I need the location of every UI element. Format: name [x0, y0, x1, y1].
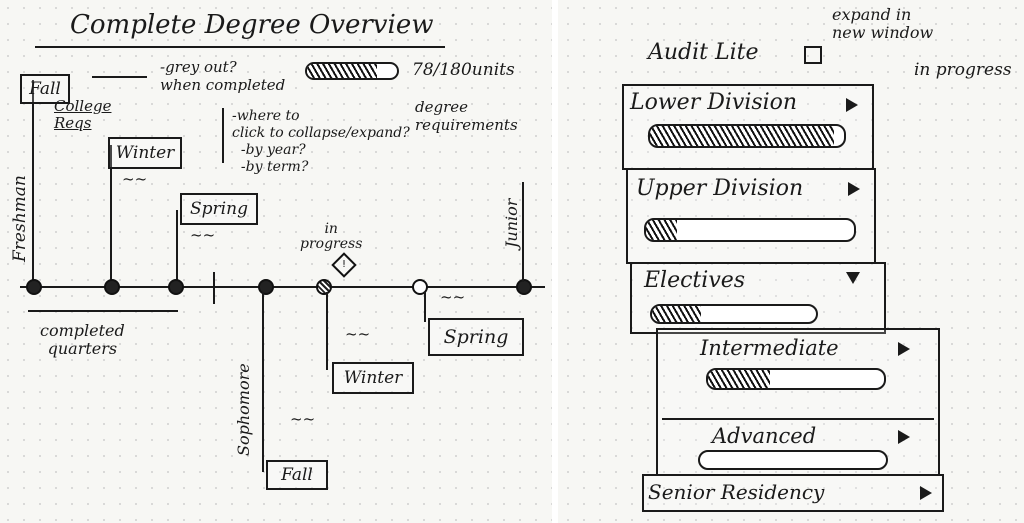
section-label: Lower Division: [630, 90, 798, 115]
freshman-line: [32, 80, 34, 280]
term-fall-freshman[interactable]: Fall: [20, 74, 70, 104]
overall-progress-bar: [305, 62, 399, 80]
overall-progress-fill: [307, 64, 378, 78]
year-freshman: Freshman: [10, 175, 30, 262]
degree-requirements-note: degree requirements: [415, 98, 518, 134]
term-spring-freshman[interactable]: Spring: [180, 193, 258, 225]
grey-dash: [92, 76, 147, 78]
units-count: 78/180units: [412, 60, 515, 80]
section-label: Senior Residency: [648, 480, 825, 504]
section-electives[interactable]: Electives: [630, 262, 886, 334]
progress-bar-advanced: [698, 450, 888, 470]
node-fall-freshman[interactable]: [26, 279, 42, 295]
progress-fill: [708, 370, 770, 388]
expand-arrow-icon[interactable]: [898, 430, 910, 444]
progress-bar: [648, 124, 846, 148]
collapse-note: -where to click to collapse/expand? -by …: [232, 108, 410, 175]
node-winter-freshman[interactable]: [104, 279, 120, 295]
year-sophomore: Sophomore: [234, 363, 253, 456]
section-label: Advanced: [712, 424, 817, 448]
audit-title: Audit Lite: [648, 40, 759, 65]
section-upper-division[interactable]: Upper Division: [626, 168, 876, 264]
in-progress-label: in progress: [300, 221, 363, 252]
progress-bar-intermediate: [706, 368, 886, 390]
title-underline: [35, 46, 445, 48]
sub-divider: [662, 418, 934, 420]
winter2-courses: ~~: [345, 325, 371, 343]
year-junior: Junior: [502, 198, 521, 248]
completed-quarters-note: completed quarters: [40, 321, 125, 358]
term-winter-freshman[interactable]: Winter: [108, 137, 182, 169]
college-reqs[interactable]: College Reqs: [54, 97, 112, 132]
overview-title: Complete Degree Overview: [70, 10, 434, 40]
collapse-note-bracket: [222, 108, 224, 163]
spring2-line: [424, 292, 426, 322]
node-spring-sophomore[interactable]: [412, 279, 428, 295]
term-fall-sophomore[interactable]: Fall: [266, 460, 328, 490]
spring1-courses: ~~: [190, 226, 216, 244]
junior-line: [522, 182, 524, 282]
progress-fill: [652, 306, 702, 322]
section-lower-division[interactable]: Lower Division: [622, 84, 874, 170]
timeline-axis: [20, 286, 545, 288]
sophomore-line: [262, 292, 264, 472]
expand-arrow-icon[interactable]: [898, 342, 910, 356]
collapse-arrow-icon[interactable]: [846, 272, 860, 284]
section-label: Intermediate: [700, 336, 839, 360]
fall2-courses: ~~: [290, 410, 316, 428]
progress-fill: [646, 220, 678, 240]
section-senior-residency[interactable]: Senior Residency: [642, 474, 944, 512]
progress-fill: [650, 126, 835, 146]
degree-overview-sketch: Complete Degree Overview -grey out? when…: [10, 10, 545, 490]
progress-bar: [650, 304, 818, 324]
node-winter-sophomore[interactable]: [316, 279, 332, 295]
node-junior[interactable]: [516, 279, 532, 295]
in-progress-note: in progress: [914, 60, 1012, 80]
term-spring-sophomore[interactable]: Spring: [428, 318, 524, 356]
winter1-courses: ~~: [122, 170, 148, 188]
section-label: Electives: [644, 268, 746, 293]
node-spring-freshman[interactable]: [168, 279, 184, 295]
section-label: Upper Division: [636, 176, 804, 201]
sheet-divider: [552, 0, 558, 523]
spring2-courses: ~~: [440, 288, 466, 306]
winter2-line: [326, 292, 328, 370]
year-bracket: [213, 272, 215, 304]
expand-arrow-icon[interactable]: [920, 486, 932, 500]
spring1-line: [176, 210, 178, 280]
audit-lite-sketch: Audit Lite expand in new window in progr…: [560, 0, 1024, 523]
progress-bar: [644, 218, 856, 242]
expand-note: expand in new window: [832, 5, 934, 42]
expand-window-icon[interactable]: [804, 46, 822, 64]
term-winter-sophomore[interactable]: Winter: [332, 362, 414, 394]
electives-expanded-panel: Intermediate Advanced: [656, 328, 940, 476]
expand-arrow-icon[interactable]: [846, 98, 858, 112]
warning-icon: !: [331, 252, 357, 278]
winter1-line: [110, 145, 112, 280]
node-fall-sophomore[interactable]: [258, 279, 274, 295]
warning-glyph: !: [341, 258, 347, 270]
expand-arrow-icon[interactable]: [848, 182, 860, 196]
completed-brace: [28, 310, 178, 312]
grey-out-note: -grey out? when completed: [160, 58, 286, 94]
